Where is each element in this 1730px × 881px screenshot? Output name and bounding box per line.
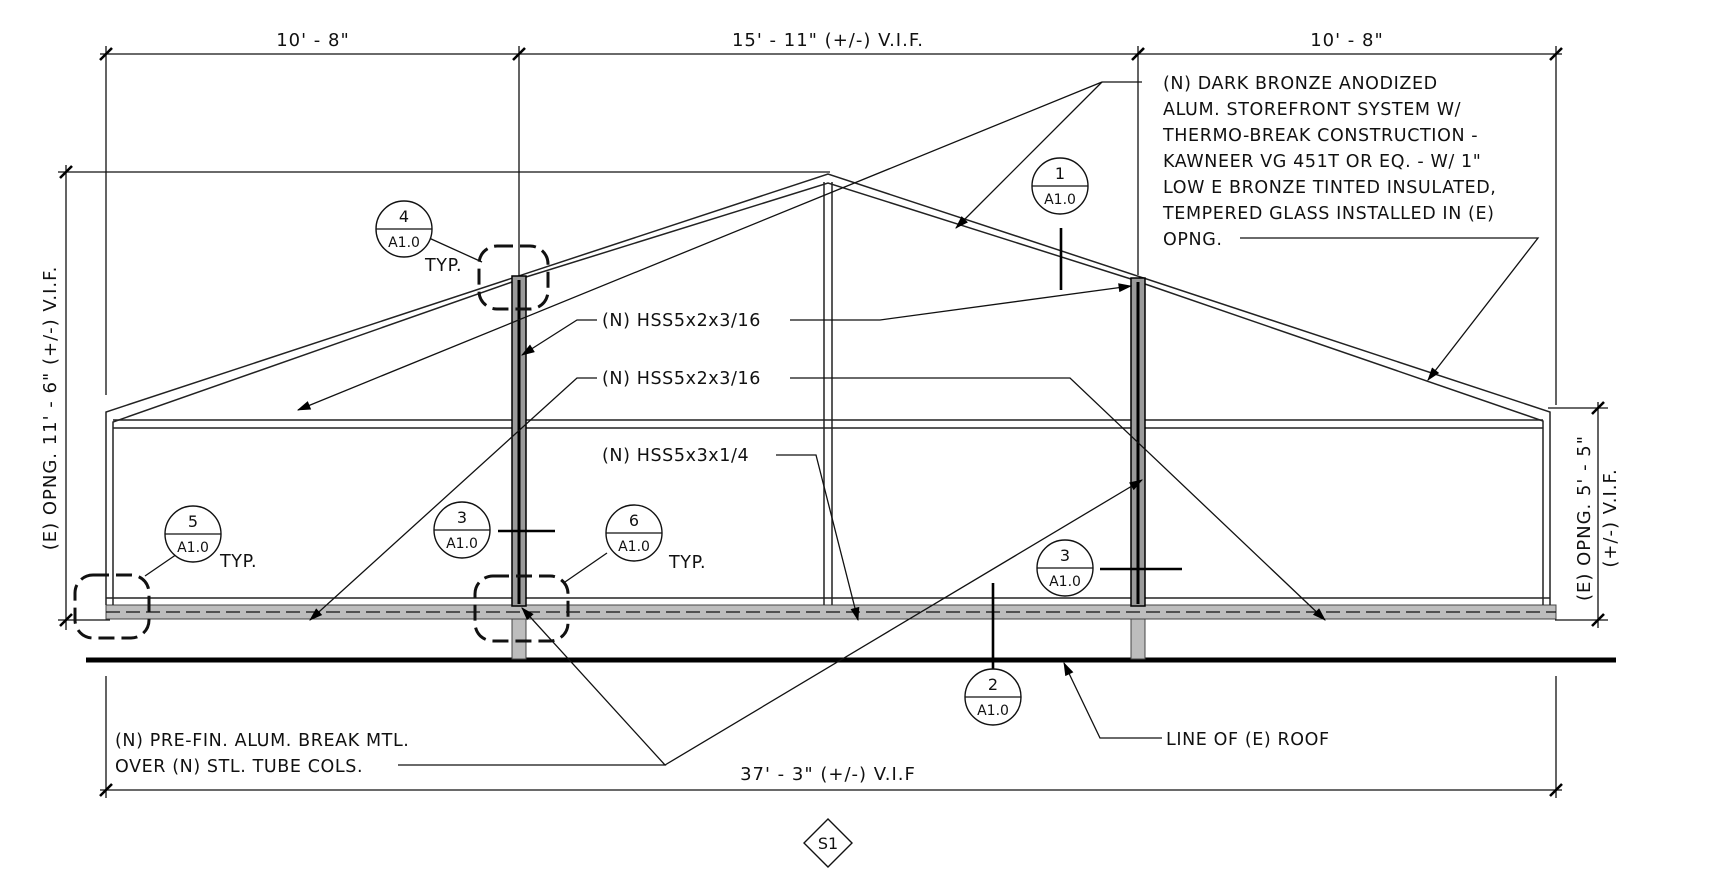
storefront-frame <box>105 173 1551 605</box>
sill-break-metal <box>105 604 1557 660</box>
storefront-note: (N) DARK BRONZE ANODIZED ALUM. STOREFRON… <box>1162 74 1496 250</box>
detail-tag-number: 2 <box>988 675 998 694</box>
svg-text:KAWNEER VG 451T OR EQ. - W/ 1": KAWNEER VG 451T OR EQ. - W/ 1" <box>1163 152 1481 172</box>
dimension-bottom-overall: 37' - 3" (+/-) V.I.F <box>740 764 916 785</box>
dimension-left-height: (E) OPNG. 11' - 6" (+/-) V.I.F. <box>40 266 61 551</box>
detail-tag[interactable]: 1 A1.0 <box>1031 157 1089 215</box>
dimension-top-left: 10' - 8" <box>276 30 350 51</box>
detail-tag-sheet: A1.0 <box>1044 192 1076 208</box>
leader-lines <box>144 81 1540 766</box>
detail-tag[interactable]: 2 A1.0 <box>964 668 1022 726</box>
detail-tag-number: 3 <box>457 508 467 527</box>
break-metal-note: (N) PRE-FIN. ALUM. BREAK MTL. OVER (N) S… <box>115 731 409 777</box>
svg-text:THERMO-BREAK CONSTRUCTION -: THERMO-BREAK CONSTRUCTION - <box>1162 126 1478 146</box>
detail-tag-number: 3 <box>1060 546 1070 565</box>
dimension-right-height-line2: (+/-) V.I.F. <box>1600 468 1621 567</box>
detail-tag-number: 6 <box>629 511 639 530</box>
detail-tag-sheet: A1.0 <box>388 235 420 251</box>
detail-tag-sheet: A1.0 <box>177 540 209 556</box>
dimension-right-height-line1: (E) OPNG. 5' - 5" <box>1574 435 1595 601</box>
dimension-lines <box>58 46 1608 798</box>
svg-text:ALUM. STOREFRONT SYSTEM W/: ALUM. STOREFRONT SYSTEM W/ <box>1163 100 1461 120</box>
detail-tag-sheet: A1.0 <box>977 703 1009 719</box>
detail-tag[interactable]: 4 A1.0 <box>375 200 433 258</box>
steel-tube-column-left <box>511 275 527 607</box>
dimension-top-middle: 15' - 11" (+/-) V.I.F. <box>732 30 924 51</box>
svg-text:OPNG.: OPNG. <box>1163 230 1223 250</box>
sheet-marker[interactable]: S1 <box>803 818 853 868</box>
detail-tag-typ-label: TYP. <box>424 256 462 276</box>
existing-roof-note: LINE OF (E) ROOF <box>1166 730 1330 750</box>
dimension-top-right: 10' - 8" <box>1310 30 1384 51</box>
detail-tag[interactable]: 3 A1.0 <box>433 501 491 559</box>
detail-tag-number: 5 <box>188 512 198 531</box>
detail-tag-typ-label: TYP. <box>219 552 257 572</box>
detail-tag-typ-label: TYP. <box>668 553 706 573</box>
svg-text:LOW E BRONZE TINTED INSULATED,: LOW E BRONZE TINTED INSULATED, <box>1163 178 1496 198</box>
detail-tag[interactable]: 6 A1.0 <box>605 504 663 562</box>
svg-text:OVER (N) STL. TUBE COLS.: OVER (N) STL. TUBE COLS. <box>115 757 363 777</box>
svg-text:TEMPERED GLASS INSTALLED IN (E: TEMPERED GLASS INSTALLED IN (E) <box>1162 204 1495 224</box>
hss-column-note-upper: (N) HSS5x2x3/16 <box>602 311 761 331</box>
svg-text:(N) DARK BRONZE ANODIZED: (N) DARK BRONZE ANODIZED <box>1163 74 1438 94</box>
revision-clouds <box>73 244 570 643</box>
detail-tag-number: 1 <box>1055 164 1065 183</box>
sheet-marker-label: S1 <box>818 834 838 853</box>
section-cut-marks <box>498 228 1182 670</box>
detail-tag-sheet: A1.0 <box>446 536 478 552</box>
hss-column-note-lower: (N) HSS5x2x3/16 <box>602 369 761 389</box>
hss-beam-note: (N) HSS5x3x1/4 <box>602 446 749 466</box>
detail-tag-sheet: A1.0 <box>618 539 650 555</box>
detail-tag-number: 4 <box>399 207 409 226</box>
svg-text:(N) PRE-FIN. ALUM. BREAK MTL.: (N) PRE-FIN. ALUM. BREAK MTL. <box>115 731 409 751</box>
detail-tag[interactable]: 5 A1.0 <box>164 505 222 563</box>
detail-tag-sheet: A1.0 <box>1049 574 1081 590</box>
detail-tag[interactable]: 3 A1.0 <box>1036 539 1094 597</box>
